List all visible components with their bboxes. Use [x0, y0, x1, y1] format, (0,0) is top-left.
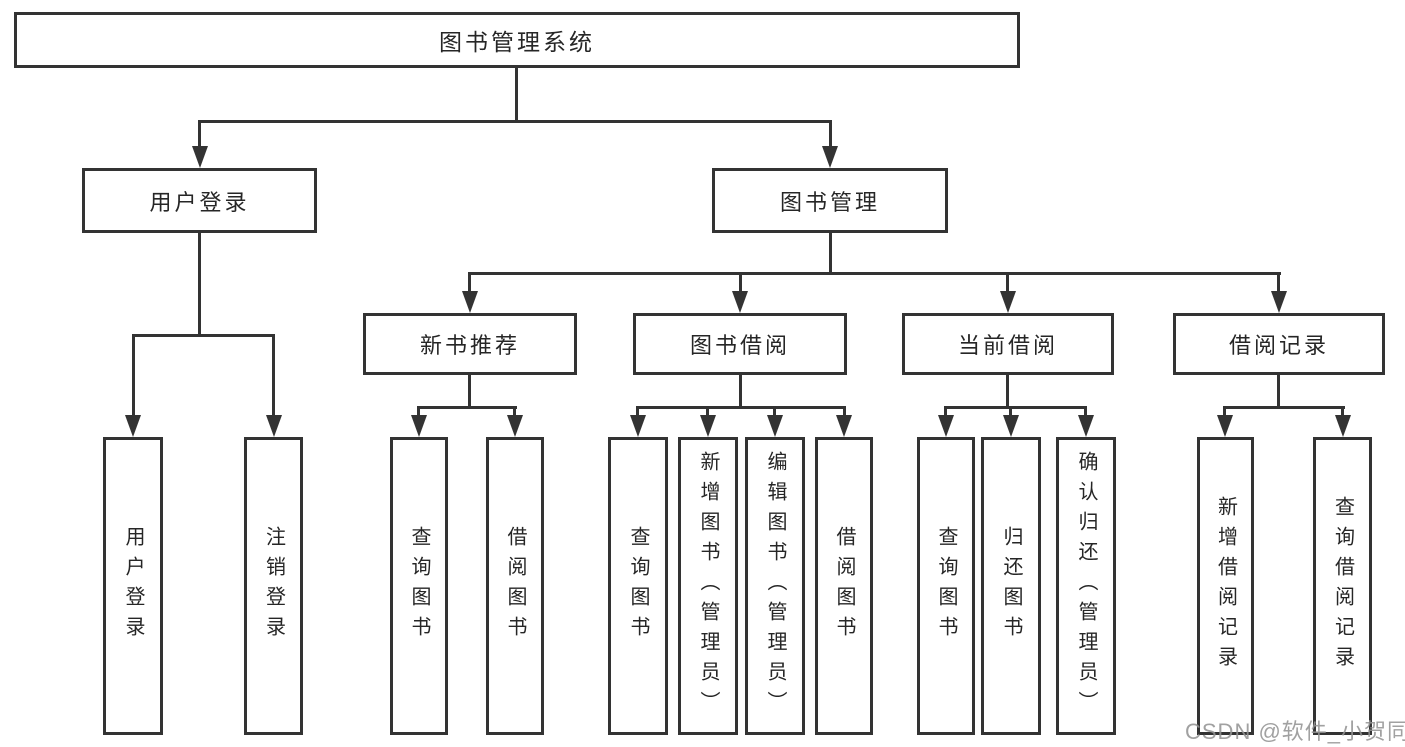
leaf-add-borrow-record: 新增借阅记录: [1197, 437, 1254, 735]
leaf-add-book-admin: 新增图书（管理员）: [678, 437, 738, 735]
connector-line: [132, 334, 275, 337]
arrow-down-icon: [125, 415, 141, 437]
connector-line: [739, 273, 742, 293]
connector-line: [1277, 373, 1280, 408]
leaf-label: 注销登录: [262, 526, 285, 646]
connector-line: [773, 407, 776, 417]
connector-line: [132, 335, 135, 417]
connector-line: [468, 273, 471, 293]
node-current-borrowing: 当前借阅: [902, 313, 1114, 375]
arrow-down-icon: [507, 415, 523, 437]
connector-line: [417, 407, 420, 417]
connector-line: [198, 231, 201, 336]
leaf-query-books-borrowing: 查询图书: [608, 437, 668, 735]
connector-line: [843, 407, 846, 417]
connector-line: [944, 407, 947, 417]
connector-line: [1009, 407, 1012, 417]
connector-line: [636, 406, 846, 409]
node-library-management-system: 图书管理系统: [14, 12, 1020, 68]
leaf-label: 归还图书: [1000, 526, 1022, 646]
leaf-return-books: 归还图书: [981, 437, 1041, 735]
node-book-borrowing: 图书借阅: [633, 313, 847, 375]
arrow-down-icon: [732, 291, 748, 313]
arrow-down-icon: [1271, 291, 1287, 313]
arrow-down-icon: [266, 415, 282, 437]
connector-line: [515, 66, 518, 122]
connector-line: [1277, 273, 1280, 293]
leaf-user-login: 用户登录: [103, 437, 163, 735]
arrow-down-icon: [938, 415, 954, 437]
leaf-label: 确认归还（管理员）: [1075, 451, 1097, 721]
arrow-down-icon: [767, 415, 783, 437]
node-book-management: 图书管理: [712, 168, 948, 233]
connector-line: [1341, 407, 1344, 417]
leaf-label: 编辑图书（管理员）: [764, 451, 786, 721]
leaf-edit-book-admin: 编辑图书（管理员）: [745, 437, 805, 735]
leaf-label: 查询图书: [627, 526, 649, 646]
arrow-down-icon: [1003, 415, 1019, 437]
leaf-query-borrow-record: 查询借阅记录: [1313, 437, 1372, 735]
connector-line: [468, 373, 471, 408]
connector-line: [829, 231, 832, 274]
connector-line: [944, 406, 1087, 409]
leaf-label: 查询图书: [408, 526, 430, 646]
leaf-logout-login: 注销登录: [244, 437, 303, 735]
leaf-confirm-return-admin: 确认归还（管理员）: [1056, 437, 1116, 735]
connector-line: [513, 407, 516, 417]
arrow-down-icon: [836, 415, 852, 437]
arrow-down-icon: [462, 291, 478, 313]
node-borrowing-records: 借阅记录: [1173, 313, 1385, 375]
connector-line: [468, 272, 1281, 275]
arrow-down-icon: [700, 415, 716, 437]
leaf-label: 查询图书: [935, 526, 957, 646]
connector-line: [829, 121, 832, 148]
arrow-down-icon: [1217, 415, 1233, 437]
connector-line: [739, 373, 742, 408]
leaf-query-books-recommend: 查询图书: [390, 437, 448, 735]
arrow-down-icon: [1078, 415, 1094, 437]
connector-line: [198, 120, 832, 123]
arrow-down-icon: [630, 415, 646, 437]
watermark-text: CSDN @软件_小贺同学: [1185, 719, 1405, 744]
connector-line: [198, 121, 201, 148]
connector-line: [1084, 407, 1087, 417]
leaf-label: 借阅图书: [833, 526, 855, 646]
arrow-down-icon: [822, 146, 838, 168]
arrow-down-icon: [411, 415, 427, 437]
connector-line: [417, 406, 517, 409]
connector-line: [1006, 273, 1009, 293]
connector-line: [272, 335, 275, 417]
connector-line: [1006, 373, 1009, 408]
connector-line: [1223, 407, 1226, 417]
connector-line: [1223, 406, 1345, 409]
leaf-query-books-current: 查询图书: [917, 437, 975, 735]
connector-line: [706, 407, 709, 417]
arrow-down-icon: [1335, 415, 1351, 437]
leaf-label: 新增借阅记录: [1214, 496, 1237, 676]
leaf-label: 查询借阅记录: [1331, 496, 1354, 676]
leaf-label: 借阅图书: [504, 526, 526, 646]
leaf-label: 用户登录: [122, 526, 144, 646]
arrow-down-icon: [192, 146, 208, 168]
node-new-book-recommendation: 新书推荐: [363, 313, 577, 375]
connector-line: [636, 407, 639, 417]
leaf-borrow-books-recommend: 借阅图书: [486, 437, 544, 735]
arrow-down-icon: [1000, 291, 1016, 313]
leaf-label: 新增图书（管理员）: [697, 451, 719, 721]
leaf-borrow-books-borrowing: 借阅图书: [815, 437, 873, 735]
node-user-login: 用户登录: [82, 168, 317, 233]
